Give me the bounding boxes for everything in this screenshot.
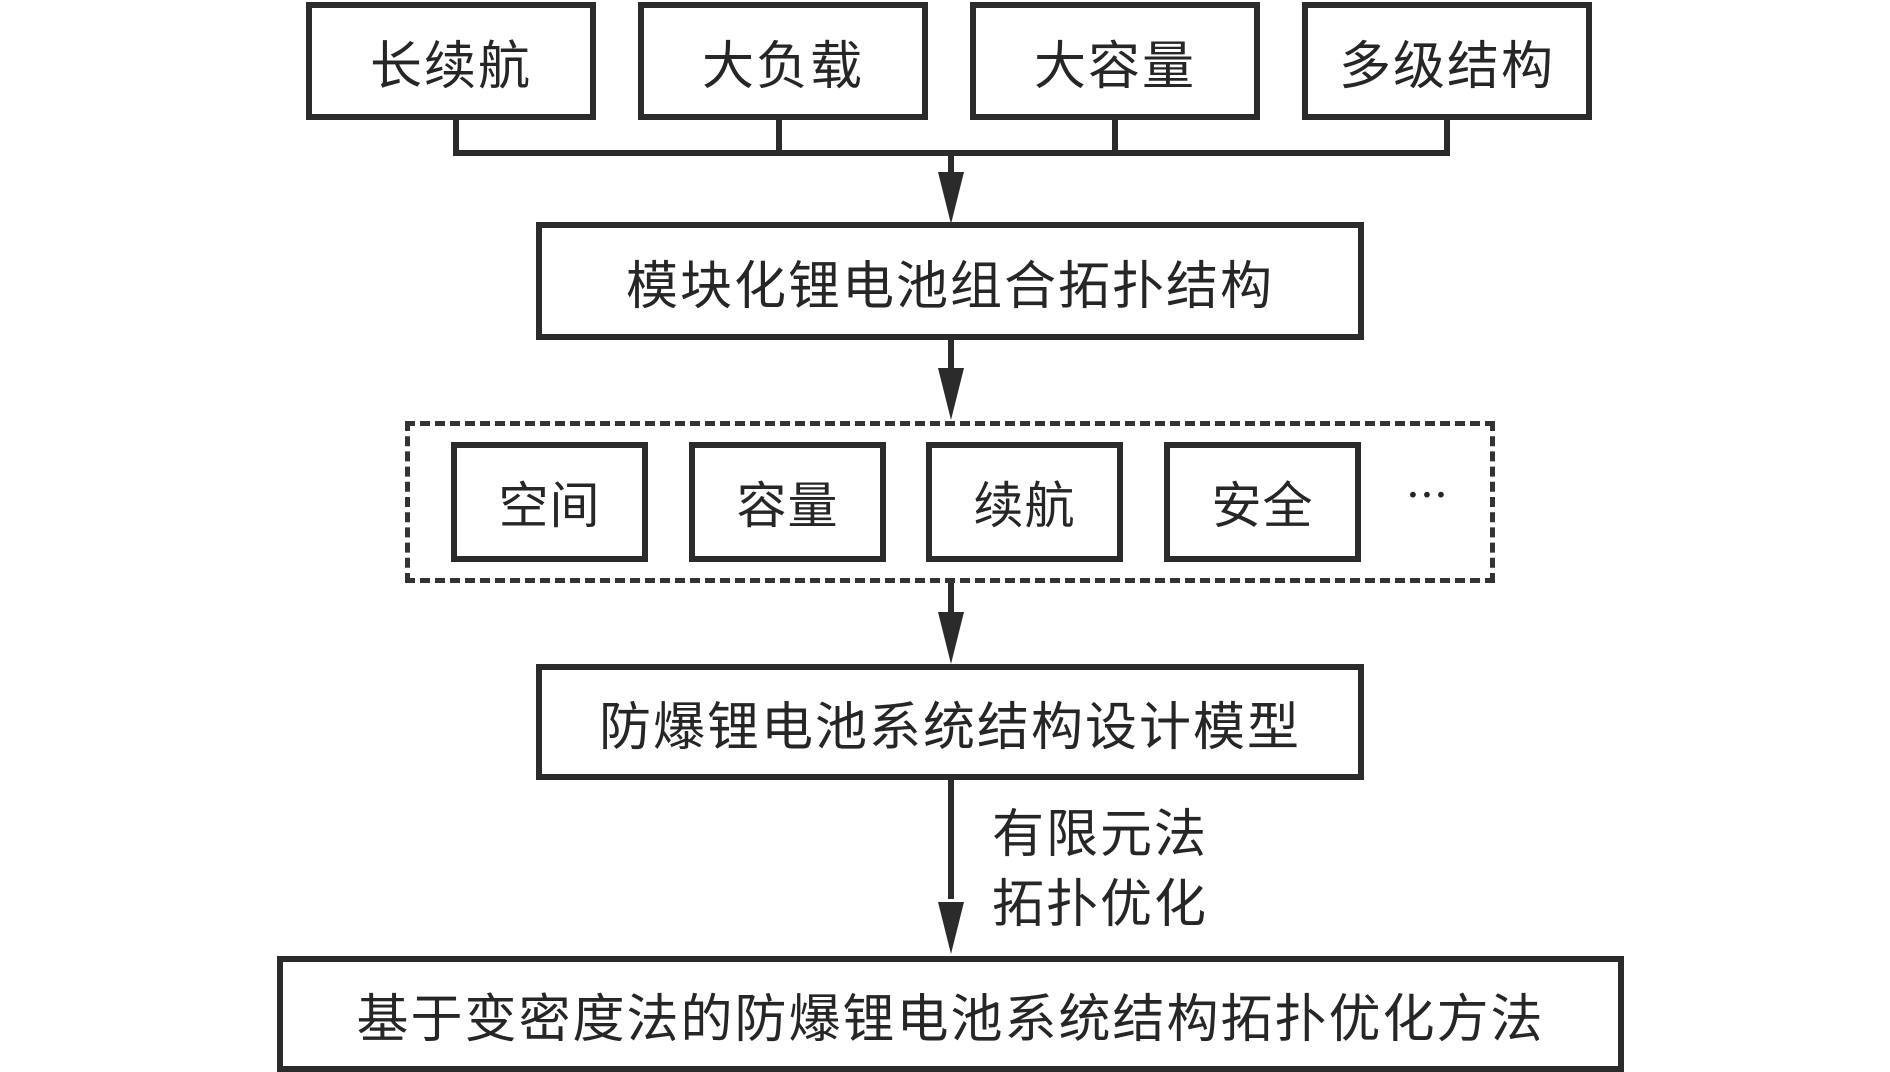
topology-label: 模块化锂电池组合拓扑结构 xyxy=(625,256,1274,317)
method-note-topology-optimization: 拓扑优化 xyxy=(992,875,1209,935)
arrow-head-3 xyxy=(938,612,964,664)
arrow-head-2 xyxy=(938,368,964,420)
factors-group xyxy=(405,421,1495,583)
requirement-label: 大容量 xyxy=(1033,36,1196,97)
factor-label: 容量 xyxy=(736,477,839,535)
factor-label: 续航 xyxy=(973,477,1076,535)
method-note-fem: 有限元法 xyxy=(992,805,1209,865)
arrow-head-4 xyxy=(938,902,964,954)
result-method-box: 基于变密度法的防爆锂电池系统结构拓扑优化方法 xyxy=(277,956,1624,1072)
design-model-box: 防爆锂电池系统结构设计模型 xyxy=(536,664,1364,780)
factor-label: 空间 xyxy=(498,477,601,535)
factor-box-safety: 安全 xyxy=(1164,442,1361,562)
factor-label: 安全 xyxy=(1211,477,1314,535)
arrow-shaft-1 xyxy=(948,155,954,175)
result-method-label: 基于变密度法的防爆锂电池系统结构拓扑优化方法 xyxy=(356,989,1545,1050)
design-model-label: 防爆锂电池系统结构设计模型 xyxy=(598,697,1301,758)
arrow-shaft-3 xyxy=(948,583,954,619)
connector-bus xyxy=(453,150,1450,156)
connector-drop-3 xyxy=(1112,118,1118,155)
requirement-label: 多级结构 xyxy=(1338,36,1555,97)
requirement-label: 大负载 xyxy=(701,36,864,97)
requirement-box-large-capacity: 大容量 xyxy=(970,2,1260,120)
factor-box-endurance: 续航 xyxy=(926,442,1123,562)
more-factors-ellipsis: ··· xyxy=(1406,470,1448,521)
factor-box-capacity: 容量 xyxy=(689,442,886,562)
connector-drop-1 xyxy=(453,118,459,155)
requirement-box-heavy-load: 大负载 xyxy=(638,2,928,120)
arrow-shaft-2 xyxy=(948,340,954,370)
requirement-box-multilevel-structure: 多级结构 xyxy=(1302,2,1592,120)
requirement-label: 长续航 xyxy=(369,36,532,97)
connector-drop-4 xyxy=(1444,118,1450,155)
arrow-head-1 xyxy=(938,172,964,224)
arrow-shaft-4 xyxy=(948,779,954,899)
topology-box: 模块化锂电池组合拓扑结构 xyxy=(536,222,1364,340)
requirement-box-long-endurance: 长续航 xyxy=(306,2,596,120)
factor-box-space: 空间 xyxy=(451,442,648,562)
connector-drop-2 xyxy=(776,118,782,155)
